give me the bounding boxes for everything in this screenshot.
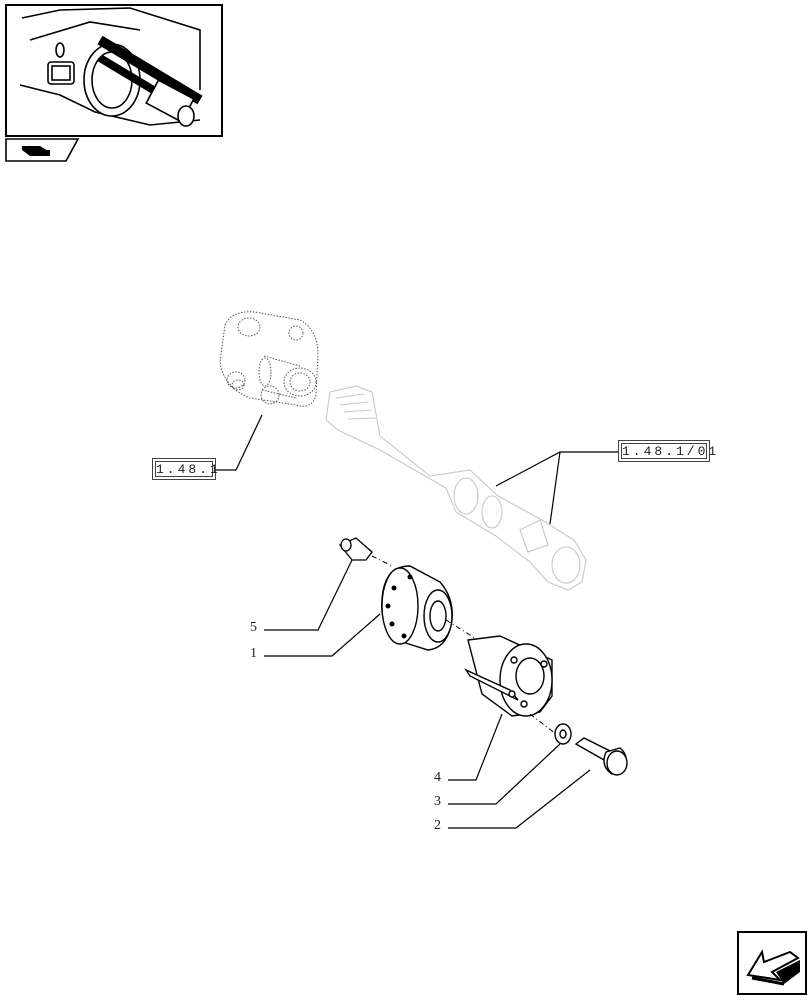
callout-1: 1 bbox=[250, 646, 257, 661]
reference-label-right: 1.48.1/01 bbox=[621, 443, 720, 459]
screw-part-2 bbox=[574, 737, 628, 776]
thumbnail-frame bbox=[5, 4, 223, 137]
reference-box-left[interactable]: 1.48.1 bbox=[152, 458, 221, 480]
callout-3: 3 bbox=[434, 794, 441, 809]
reference-label-left: 1.48.1 bbox=[155, 461, 221, 477]
reference-leaders bbox=[216, 414, 618, 525]
housing-flange-ghost bbox=[219, 311, 319, 407]
callout-leaders bbox=[264, 559, 591, 829]
bolt-part-5 bbox=[338, 537, 373, 561]
callout-4: 4 bbox=[434, 770, 441, 785]
reference-box-right[interactable]: 1.48.1/01 bbox=[618, 440, 720, 462]
pto-shaft-ghost bbox=[325, 385, 587, 591]
tractor-pto-shaft-thumbnail bbox=[19, 7, 203, 127]
callout-2: 2 bbox=[434, 818, 441, 833]
flange-hub-part-1 bbox=[381, 565, 453, 651]
next-page-arrow-icon[interactable] bbox=[737, 931, 807, 995]
callout-5: 5 bbox=[250, 620, 257, 635]
washer-part-3 bbox=[554, 723, 572, 745]
split-collet-part-4 bbox=[464, 635, 553, 717]
tractor-badge-icon bbox=[5, 138, 80, 162]
